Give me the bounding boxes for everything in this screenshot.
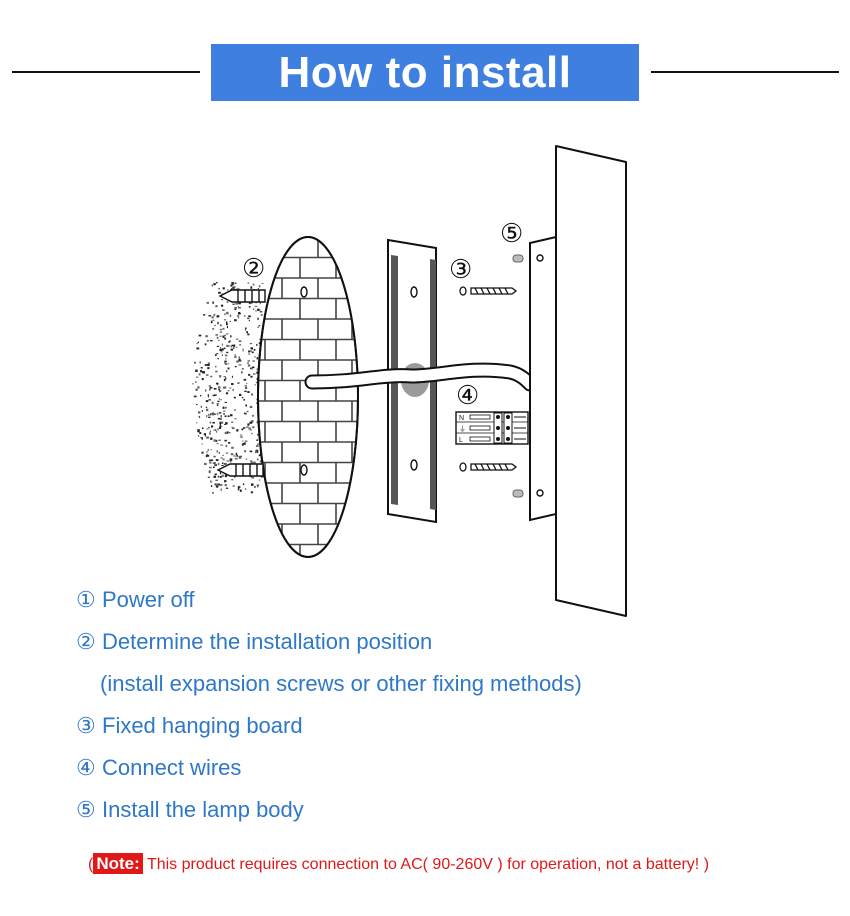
step-number: ① <box>76 587 96 612</box>
marker-2: ② <box>242 253 265 283</box>
header-rule-right <box>651 71 839 73</box>
expansion-screw-top <box>218 289 266 303</box>
expansion-screw-bottom <box>216 463 264 477</box>
lamp-body-panel <box>555 145 627 617</box>
step-text: (install expansion screws or other fixin… <box>100 671 582 696</box>
pin-bottom <box>512 489 524 498</box>
pin-top <box>512 254 524 263</box>
step-text: Fixed hanging board <box>102 713 303 738</box>
terminal-label-l: L <box>459 437 463 444</box>
lamp-back-plate <box>529 235 557 522</box>
mounting-screw-bottom <box>459 462 518 472</box>
safety-note: (Note: This product requires connection … <box>88 852 709 877</box>
step-text: Install the lamp body <box>102 797 304 822</box>
note-open-paren: ( <box>88 856 94 873</box>
page-title: How to install <box>278 47 572 97</box>
step-number: ④ <box>76 755 96 780</box>
note-text: This product requires connection to AC( … <box>142 856 710 873</box>
brick-wall <box>257 236 359 558</box>
step-number: ② <box>76 629 96 654</box>
installation-diagram: N ⏚ L ② ③ ④ ⑤ <box>192 145 627 617</box>
marker-3: ③ <box>449 254 472 284</box>
marker-4: ④ <box>456 380 479 410</box>
terminal-label-n: N <box>459 415 464 422</box>
title-banner: How to install <box>211 44 639 101</box>
terminal-block: N ⏚ L <box>455 411 529 445</box>
step-number: ③ <box>76 713 96 738</box>
power-cable <box>304 362 538 392</box>
mounting-screw-top <box>459 286 518 296</box>
step-item-detail: (install expansion screws or other fixin… <box>76 667 582 709</box>
note-label: Note: <box>93 853 143 874</box>
terminal-label-ground: ⏚ <box>459 425 466 433</box>
step-text: Power off <box>102 587 195 612</box>
marker-5: ⑤ <box>500 218 523 248</box>
step-text: Connect wires <box>102 755 242 780</box>
step-number: ⑤ <box>76 797 96 822</box>
header-rule-left <box>12 71 200 73</box>
wall-texture <box>192 282 265 494</box>
step-text: Determine the installation position <box>102 629 433 654</box>
